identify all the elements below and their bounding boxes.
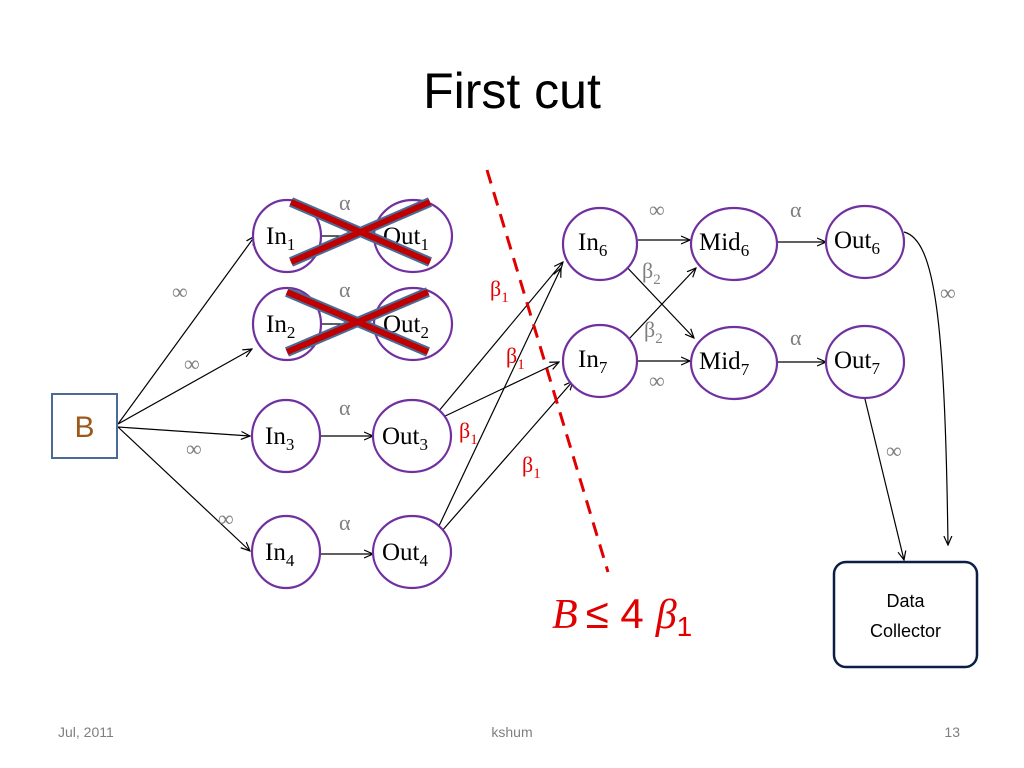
label-in2: In2 xyxy=(266,311,295,342)
edge-out3-in7 xyxy=(440,362,559,419)
label-out7: Out7 xyxy=(834,347,881,378)
edge-b-in1 xyxy=(117,236,255,425)
label-inf-in6-mid6: ∞ xyxy=(649,197,665,222)
label-beta2-a: β2 xyxy=(642,258,661,288)
node-out4 xyxy=(371,514,453,590)
label-out6: Out6 xyxy=(834,227,880,258)
edge-in6-mid7 xyxy=(621,261,694,338)
label-beta1-c: β1 xyxy=(459,418,478,448)
label-out4: Out4 xyxy=(382,539,429,570)
footer-date: Jul, 2011 xyxy=(58,724,114,740)
node-out3 xyxy=(371,398,453,474)
edge-out7-collector xyxy=(863,394,904,560)
edge-out6-collector xyxy=(903,231,948,545)
source-label: B xyxy=(74,411,94,444)
edge-in7-mid6 xyxy=(627,268,696,341)
label-mid7: Mid7 xyxy=(699,348,750,379)
label-in4: In4 xyxy=(265,539,295,570)
label-in1: In1 xyxy=(266,223,295,254)
node-mid7 xyxy=(689,325,779,401)
label-alpha-1: α xyxy=(339,190,351,215)
node-in3 xyxy=(250,398,322,474)
label-in6: In6 xyxy=(578,229,607,260)
cross-mark-1 xyxy=(289,197,432,267)
label-inf-out6-collector: ∞ xyxy=(940,280,956,305)
label-beta1-d: β1 xyxy=(522,452,541,482)
label-inf-b-in2: ∞ xyxy=(184,351,200,376)
edge-b-in2 xyxy=(117,349,252,425)
footer-page-number: 13 xyxy=(944,724,960,740)
label-alpha-3: α xyxy=(339,395,351,420)
label-alpha-6: α xyxy=(790,197,802,222)
node-mid6 xyxy=(689,206,779,282)
node-labels: In1 Out1 In2 Out2 In3 Out3 In4 Out4 In6 … xyxy=(265,223,881,570)
label-beta1-a: β1 xyxy=(490,276,509,306)
label-mid6: Mid6 xyxy=(699,229,749,260)
source-node: B xyxy=(51,393,118,459)
label-in3: In3 xyxy=(265,423,294,454)
label-beta1-b: β1 xyxy=(506,343,525,373)
node-in6 xyxy=(561,206,639,282)
label-alpha-2: α xyxy=(339,277,351,302)
node-out7 xyxy=(824,324,906,400)
node-in7 xyxy=(561,323,639,399)
label-inf-b-in4: ∞ xyxy=(218,506,234,531)
label-inf-b-in3: ∞ xyxy=(186,436,202,461)
label-in7: In7 xyxy=(578,346,608,377)
edges xyxy=(117,231,948,560)
cross-mark-2 xyxy=(285,287,430,357)
edge-b-in3 xyxy=(117,426,250,436)
label-out3: Out3 xyxy=(382,423,428,454)
data-collector-node: Data Collector xyxy=(832,560,979,669)
edge-out4-in7 xyxy=(440,381,573,533)
label-inf-b-in1: ∞ xyxy=(172,279,188,304)
footer-author: kshum xyxy=(491,724,533,740)
collector-label-line2: Collector xyxy=(870,621,941,641)
edge-labels: ∞ ∞ ∞ ∞ ∞ ∞ ∞ ∞ α α α α α α β2 β2 β1 β1 … xyxy=(172,190,956,535)
label-alpha-4: α xyxy=(339,510,351,535)
edge-out3-in6 xyxy=(437,262,563,413)
edge-out4-in6 xyxy=(437,268,561,529)
cut-line xyxy=(485,169,610,573)
node-out6 xyxy=(824,204,906,280)
edge-b-in4 xyxy=(117,426,250,551)
label-inf-out7-collector: ∞ xyxy=(886,438,902,463)
collector-label-line1: Data xyxy=(886,591,925,611)
node-in4 xyxy=(250,514,322,590)
label-beta2-b: β2 xyxy=(644,317,663,347)
label-inf-in7-mid7: ∞ xyxy=(649,368,665,393)
label-alpha-7: α xyxy=(790,325,802,350)
slide-title: First cut xyxy=(423,63,601,119)
